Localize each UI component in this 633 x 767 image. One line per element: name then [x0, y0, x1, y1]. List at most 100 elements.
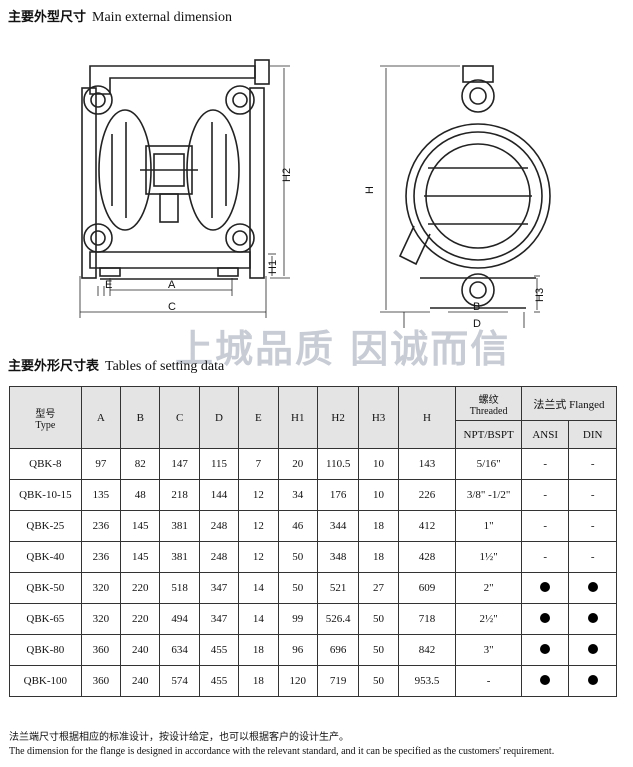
cell-h2: 348: [316, 541, 360, 573]
cell-d: 115: [198, 448, 240, 480]
front-view-dimension-lines: [79, 65, 290, 318]
cell-c: 147: [159, 448, 200, 480]
cell-h2: 696: [316, 634, 360, 666]
cell-a: 320: [80, 603, 122, 635]
dim-label-h1: H1: [267, 260, 279, 274]
cell-h3: 27: [358, 572, 399, 604]
cell-h1: 96: [277, 634, 318, 666]
cell-b: 48: [120, 479, 161, 511]
cell-e: 12: [238, 541, 279, 573]
col-header-din: DIN: [568, 420, 617, 449]
dim-label-h2: H2: [281, 168, 293, 182]
cell-h2: 526.4: [316, 603, 360, 635]
cell-model: QBK-65: [9, 603, 82, 635]
col-header-h1: H1: [277, 386, 318, 449]
cell-h: 143: [397, 448, 457, 480]
front-view-drawing: [81, 59, 270, 280]
section-title-cn: 主要外型尺寸: [8, 10, 87, 25]
cell-h1: 34: [277, 479, 318, 511]
cell-ansi: -: [520, 479, 570, 511]
cell-b: 220: [120, 572, 161, 604]
cell-d: 347: [198, 603, 240, 635]
cell-h: 609: [397, 572, 457, 604]
cell-h: 842: [397, 634, 457, 666]
dim-label-d: D: [473, 318, 481, 328]
cell-h1: 99: [277, 603, 318, 635]
col-header-ansi: ANSI: [520, 420, 570, 449]
cell-npt: 5/16": [455, 448, 522, 480]
cell-b: 240: [120, 634, 161, 666]
filled-dot-icon: [540, 674, 551, 685]
front-view-dim-labels: E A C H1 H2: [105, 168, 293, 313]
cell-h: 226: [397, 479, 457, 511]
col-header-flanged: 法兰式 Flanged: [520, 386, 618, 421]
dim-label-h3: H3: [534, 288, 546, 302]
col-header-h3: H3: [358, 386, 399, 449]
filled-dot-icon: [540, 581, 551, 592]
cell-din: [568, 572, 617, 604]
cell-ansi: [520, 665, 570, 697]
cell-h2: 176: [316, 479, 360, 511]
cell-h3: 18: [358, 510, 399, 542]
cell-h3: 50: [358, 634, 399, 666]
cell-e: 18: [238, 665, 279, 697]
cell-c: 218: [159, 479, 200, 511]
cell-e: 12: [238, 479, 279, 511]
cell-e: 14: [238, 572, 279, 604]
cell-h3: 50: [358, 603, 399, 635]
cell-b: 82: [120, 448, 161, 480]
cell-npt: 3": [455, 634, 522, 666]
footnote-cn: 法兰端尺寸根据相应的标准设计，按设计给定，也可以根据客户的设计生产。: [9, 732, 349, 743]
cell-npt: 3/8" -1/2": [455, 479, 522, 511]
cell-d: 144: [198, 479, 240, 511]
cell-h1: 50: [277, 572, 318, 604]
cell-h3: 18: [358, 541, 399, 573]
cell-h2: 521: [316, 572, 360, 604]
cell-din: [568, 634, 617, 666]
cell-e: 14: [238, 603, 279, 635]
col-header-d: D: [198, 386, 240, 449]
cell-e: 7: [238, 448, 279, 480]
cell-d: 248: [198, 541, 240, 573]
cell-h2: 110.5: [316, 448, 360, 480]
cell-din: -: [568, 448, 617, 480]
cell-h1: 20: [277, 448, 318, 480]
cell-npt: 1½": [455, 541, 522, 573]
cell-npt: 2½": [455, 603, 522, 635]
col-header-e: E: [238, 386, 279, 449]
side-view-drawing: [398, 65, 551, 309]
cell-ansi: -: [520, 541, 570, 573]
cell-npt: 1": [455, 510, 522, 542]
cell-model: QBK-50: [9, 572, 82, 604]
cell-d: 347: [198, 572, 240, 604]
cell-h: 718: [397, 603, 457, 635]
cell-c: 634: [159, 634, 200, 666]
cell-npt: -: [455, 665, 522, 697]
cell-a: 320: [80, 572, 122, 604]
dim-label-a: A: [168, 279, 176, 291]
col-header-a: A: [80, 386, 122, 449]
cell-a: 236: [80, 510, 122, 542]
cell-c: 518: [159, 572, 200, 604]
footnote-en: The dimension for the flange is designed…: [9, 746, 555, 757]
col-header-c: C: [159, 386, 200, 449]
cell-model: QBK-100: [9, 665, 82, 697]
cell-din: [568, 665, 617, 697]
cell-ansi: [520, 603, 570, 635]
dim-label-h: H: [364, 186, 376, 194]
dim-label-c: C: [168, 301, 176, 313]
cell-h1: 50: [277, 541, 318, 573]
cell-e: 12: [238, 510, 279, 542]
cell-b: 145: [120, 541, 161, 573]
cell-d: 455: [198, 634, 240, 666]
cell-model: QBK-40: [9, 541, 82, 573]
